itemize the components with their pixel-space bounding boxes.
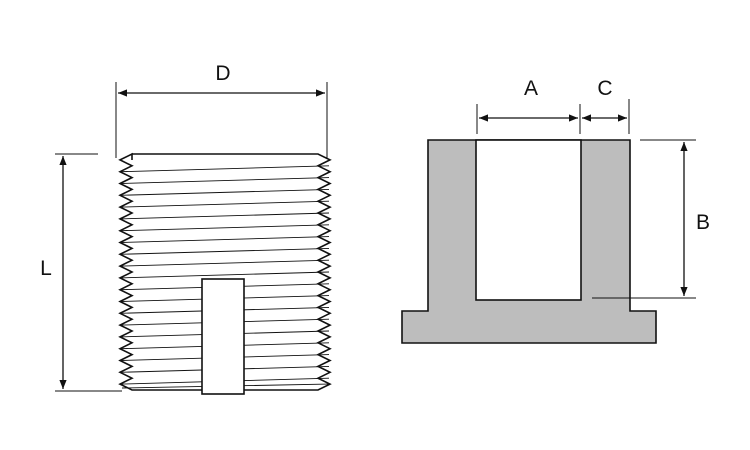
- thread-line: [120, 259, 330, 267]
- label-c: C: [597, 77, 612, 100]
- dimension-b: B: [592, 139, 710, 299]
- section-view: [401, 139, 657, 344]
- label-a: A: [524, 77, 538, 100]
- label-d: D: [215, 62, 230, 85]
- thread-line: [120, 236, 330, 243]
- label-l: L: [40, 257, 52, 280]
- section-bore: [475, 139, 582, 301]
- thread-line: [120, 177, 330, 184]
- side-view: [118, 152, 332, 395]
- thread-line: [120, 271, 330, 279]
- thread-line: [120, 224, 330, 232]
- dimension-l: L: [40, 153, 122, 392]
- dimension-a: A: [476, 77, 581, 134]
- dimension-c: C: [582, 77, 630, 134]
- slot: [201, 278, 245, 395]
- thread-line: [120, 165, 330, 173]
- thread-line: [120, 188, 330, 196]
- label-b: B: [696, 211, 710, 234]
- dimension-d: D: [115, 62, 328, 158]
- thread-line: [120, 212, 330, 220]
- thread-line: [120, 200, 330, 208]
- thread-lines: [120, 165, 330, 389]
- thread-line: [120, 247, 330, 255]
